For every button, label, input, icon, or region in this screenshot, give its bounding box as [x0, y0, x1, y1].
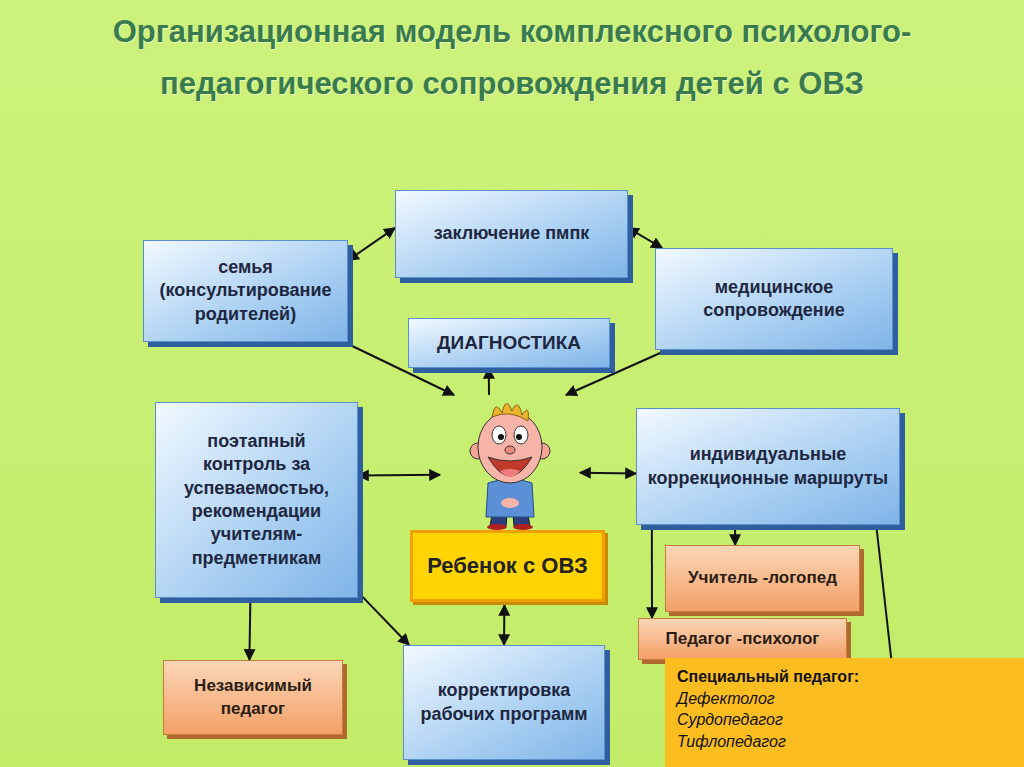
node-label: Тифлопедагог — [677, 731, 786, 753]
connector-arrow — [358, 474, 440, 477]
connector-arrow — [734, 525, 736, 545]
diagram-title: Организационная модель комплексного псих… — [62, 6, 962, 110]
node-label: заключение пмпк — [434, 222, 590, 245]
specialist-box: Педагог -психолог — [638, 618, 847, 660]
node-label: Сурдопедагог — [677, 709, 783, 731]
connector-arrow — [488, 368, 490, 395]
connector-arrow — [876, 525, 891, 658]
process-box: поэтапный контроль за успеваемостью, рек… — [155, 402, 358, 598]
connector-arrow — [358, 592, 409, 645]
node-label: поэтапный контроль за успеваемостью, рек… — [166, 430, 347, 570]
child-illustration — [440, 395, 580, 530]
connector-arrow — [580, 472, 636, 475]
process-box: корректировка рабочих программ — [403, 645, 605, 760]
node-label: медицинское сопровождение — [666, 276, 882, 323]
specialist-box: Учитель -логопед — [665, 545, 860, 612]
specialist-box: Независимый педагог — [163, 660, 343, 735]
connector-arrow — [503, 605, 505, 645]
process-box: индивидуальные коррекционные маршруты — [636, 408, 900, 525]
connector-arrow — [348, 228, 395, 261]
node-label: ДИАГНОСТИКА — [437, 331, 581, 356]
node-label: Ребенок с ОВЗ — [410, 530, 605, 602]
process-box: заключение пмпк — [395, 190, 628, 278]
connector-arrow — [249, 598, 250, 660]
process-box: ДИАГНОСТИКА — [408, 318, 610, 368]
note-box: Специальный педагог:ДефектологСурдопедаг… — [665, 658, 1024, 767]
process-box: медицинское сопровождение — [655, 248, 893, 350]
node-label: Независимый педагог — [174, 675, 332, 719]
node-label: Специальный педагог: — [677, 666, 859, 688]
node-label: индивидуальные коррекционные маршруты — [647, 443, 889, 490]
node-label: Учитель -логопед — [688, 567, 837, 589]
child-node: Ребенок с ОВЗ — [440, 395, 580, 605]
connector-arrow — [628, 228, 662, 248]
node-label: Педагог -психолог — [666, 628, 820, 650]
process-box: семья (консультирование родителей) — [143, 240, 348, 342]
node-label: семья (консультирование родителей) — [154, 256, 337, 326]
connector-arrow — [651, 525, 653, 618]
node-label: корректировка рабочих программ — [414, 679, 594, 726]
node-label: Дефектолог — [677, 688, 775, 710]
